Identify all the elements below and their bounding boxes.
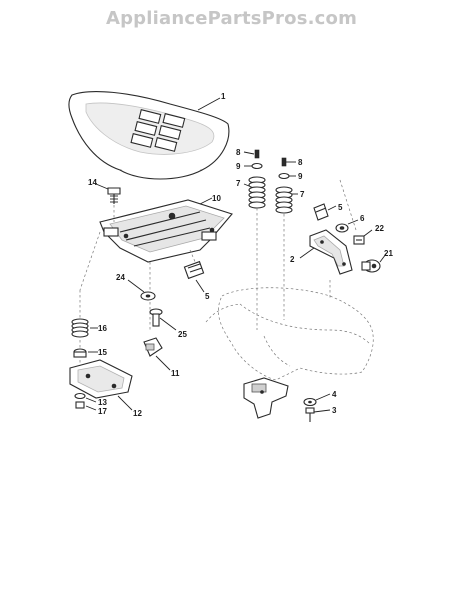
leader-5-right [327,205,337,211]
bolt-8-right-part[interactable] [281,157,287,167]
label-14: 14 [88,178,97,187]
leader-11 [155,355,171,371]
leader-17 [85,405,97,411]
label-2: 2 [290,255,295,264]
spring-7-right-part[interactable] [275,186,293,214]
leader-6 [347,219,359,225]
leader-25 [159,317,177,331]
leader-3 [313,409,331,413]
label-9-left: 9 [236,162,241,171]
washer-24-part[interactable] [140,291,156,301]
leader-14 [95,183,109,190]
label-7-right: 7 [300,190,305,199]
label-22: 22 [375,224,384,233]
fender-outline [205,287,374,381]
label-16: 16 [98,324,107,333]
leader-2 [299,247,315,259]
bolt-14-part[interactable] [107,187,121,204]
leader-4 [315,393,331,401]
label-17: 17 [98,407,107,416]
label-11: 11 [171,369,180,378]
label-9-right: 9 [298,172,303,181]
label-1: 1 [221,92,226,101]
leader-7-left [243,183,250,187]
washer-9-left-part[interactable] [251,162,263,170]
bracket-11-part[interactable] [143,337,163,357]
leader-24 [127,279,145,293]
label-15: 15 [98,348,107,357]
leader-8-left [243,151,255,155]
washer-4-part[interactable] [303,397,317,407]
bolt-8-left-part[interactable] [254,149,260,159]
label-6: 6 [360,214,365,223]
label-4: 4 [332,390,337,399]
leader-21 [379,253,387,263]
label-12: 12 [133,409,142,418]
clip-5-right-part[interactable] [313,203,329,221]
label-21: 21 [384,249,393,258]
watermark-text: AppliancePartsPros.com [105,8,358,29]
washer-15-part[interactable] [73,348,87,358]
washer-13-part[interactable] [74,392,86,400]
leader-22 [363,229,373,237]
label-24: 24 [116,273,125,282]
seat-part[interactable] [68,91,230,180]
label-5-left: 5 [205,292,210,301]
washer-9-right-part[interactable] [278,172,290,180]
spring-7-left-part[interactable] [248,176,266,209]
leader-10 [199,197,213,205]
label-8-right: 8 [298,158,303,167]
leader-12 [117,395,133,411]
label-7-left: 7 [236,179,241,188]
screw-3-part[interactable] [305,407,315,422]
bolt-25-part[interactable] [149,308,163,327]
nut-22-part[interactable] [353,235,365,245]
nut-17-part[interactable] [75,401,85,409]
clip-5-left-part[interactable] [183,260,205,280]
bracket-2-part[interactable] [309,229,353,275]
label-25: 25 [178,330,187,339]
plate-12-part[interactable] [69,359,133,399]
seat-pan-part[interactable] [99,199,233,263]
label-13: 13 [98,398,107,407]
mount-bracket-part [243,377,289,419]
label-10: 10 [212,194,221,203]
label-3: 3 [332,406,337,415]
label-8-left: 8 [236,148,241,157]
leader-5-left [195,279,205,293]
knob-21-part[interactable] [361,259,381,273]
knob-6-part[interactable] [335,223,349,233]
leader-13 [85,397,97,403]
leader-1 [197,97,221,111]
label-5-right: 5 [338,203,343,212]
spring-16-part[interactable] [71,318,89,338]
